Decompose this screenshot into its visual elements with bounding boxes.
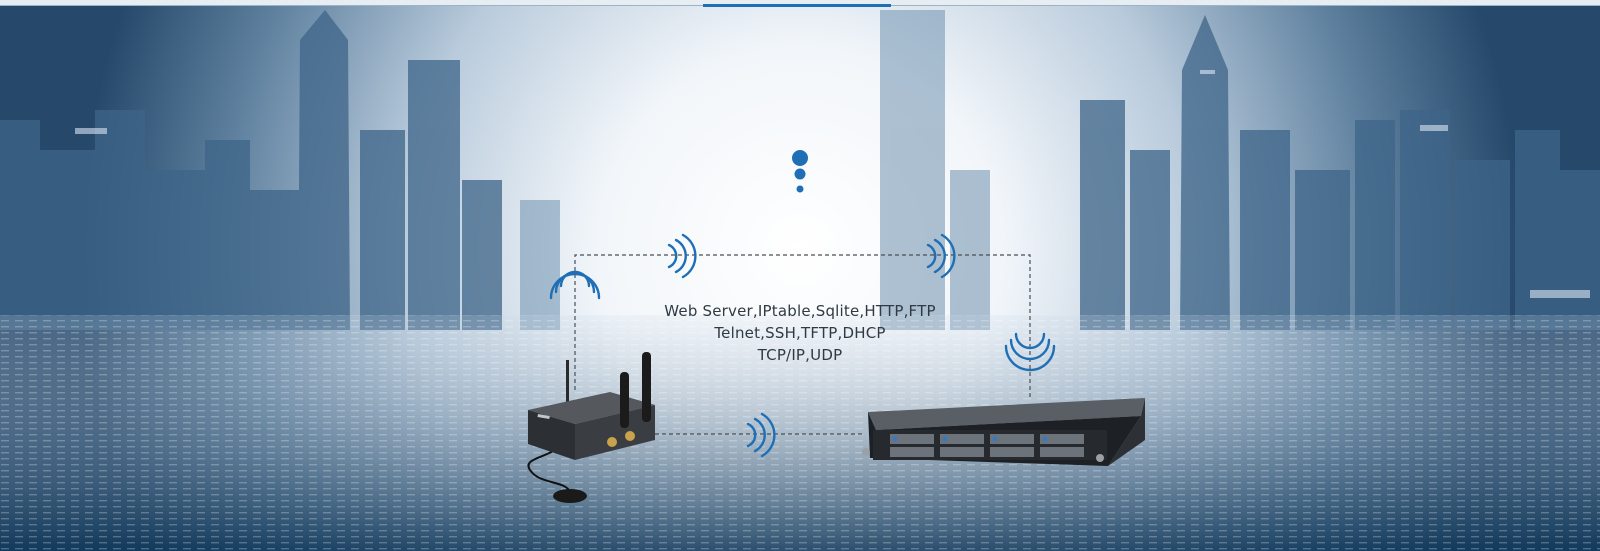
- protocol-line-1: Web Server,IPtable,Sqlite,HTTP,FTP: [664, 302, 936, 320]
- protocol-line-3: TCP/IP,UDP: [757, 346, 843, 364]
- protocol-line-2: Telnet,SSH,TFTP,DHCP: [714, 324, 886, 342]
- wifi-signal-icon: [549, 270, 601, 300]
- wifi-signal-icon: [926, 233, 956, 279]
- protocol-list: Web Server,IPtable,Sqlite,HTTP,FTP Telne…: [560, 300, 1040, 366]
- wifi-signal-icon: [667, 233, 697, 279]
- wifi-signal-icon: [1004, 332, 1056, 372]
- wifi-signal-icon: [746, 412, 776, 458]
- dots-indicator-icon: [792, 150, 808, 193]
- top-divider-active-segment: [703, 4, 891, 7]
- router-device-image: [527, 352, 655, 503]
- dashed-connection-loop: [574, 254, 1031, 435]
- rack-server-image: [862, 398, 1145, 466]
